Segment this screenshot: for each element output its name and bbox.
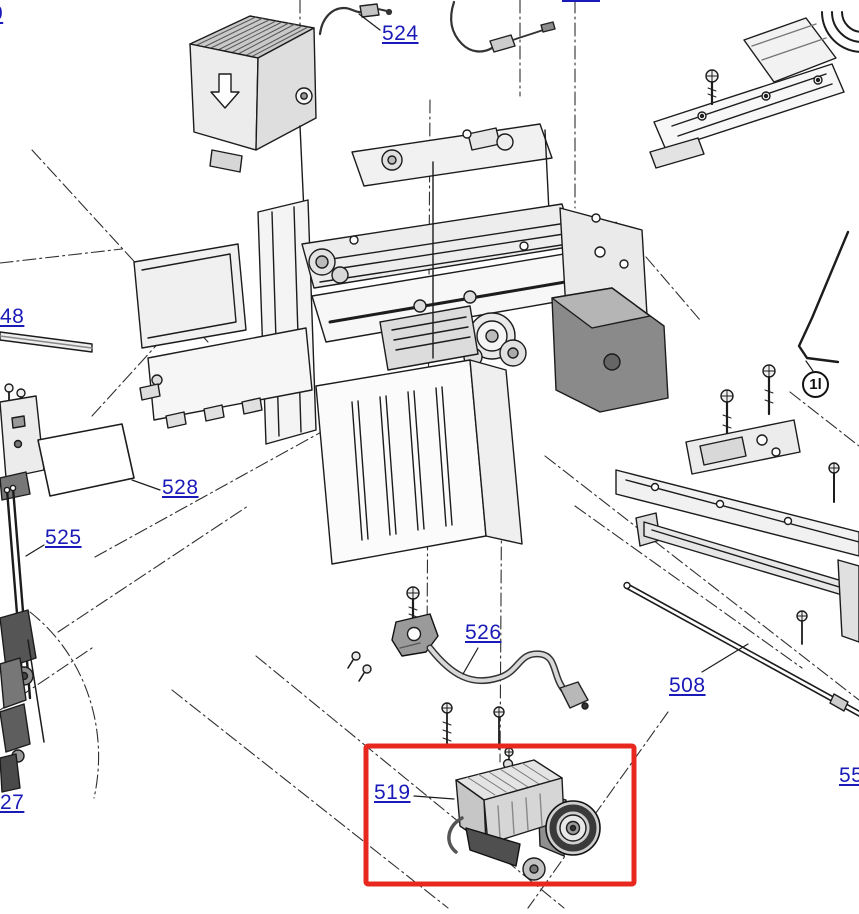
part-label-508[interactable]: 508 bbox=[669, 674, 706, 697]
part-label-526[interactable]: 526 bbox=[465, 621, 502, 644]
part-label-524[interactable]: 524 bbox=[382, 22, 419, 45]
part-bent-wire bbox=[797, 230, 850, 364]
part-cable-top-center bbox=[450, 0, 556, 53]
leader-lines bbox=[25, 13, 814, 800]
part-ribbon-cable bbox=[743, 17, 837, 83]
part-label-548-partial[interactable]: 48 bbox=[0, 305, 25, 328]
part-top-right-bracket bbox=[649, 63, 845, 169]
part-left-pcb bbox=[0, 383, 45, 501]
cutoff-label-underline bbox=[562, 0, 600, 2]
circled-ref-label: 1l bbox=[802, 371, 829, 398]
part-label-519[interactable]: 519 bbox=[374, 781, 411, 804]
part-main-chassis-assembly bbox=[133, 123, 669, 565]
part-527-assembly bbox=[0, 609, 45, 793]
part-label-528[interactable]: 528 bbox=[162, 476, 199, 499]
part-corner-coil bbox=[821, 11, 859, 53]
part-548-rail bbox=[0, 331, 93, 353]
part-label-525[interactable]: 525 bbox=[45, 526, 82, 549]
part-label-527-partial[interactable]: 27 bbox=[0, 791, 25, 814]
part-label-top-left-partial[interactable]: 0 bbox=[0, 2, 3, 25]
part-cable-524 bbox=[318, 3, 393, 36]
part-526-tube-assembly bbox=[347, 586, 589, 710]
part-top-left-housing bbox=[189, 15, 317, 173]
highlight-box bbox=[363, 743, 637, 887]
screw-top-right bbox=[705, 69, 719, 106]
part-508-shaft bbox=[623, 581, 859, 717]
part-label-55x-partial[interactable]: 55 bbox=[839, 764, 859, 787]
part-519-pump-assembly bbox=[441, 702, 601, 881]
down-arrow-icon bbox=[210, 73, 240, 109]
part-528-plate bbox=[37, 423, 135, 497]
part-right-rail-assembly bbox=[615, 364, 859, 643]
